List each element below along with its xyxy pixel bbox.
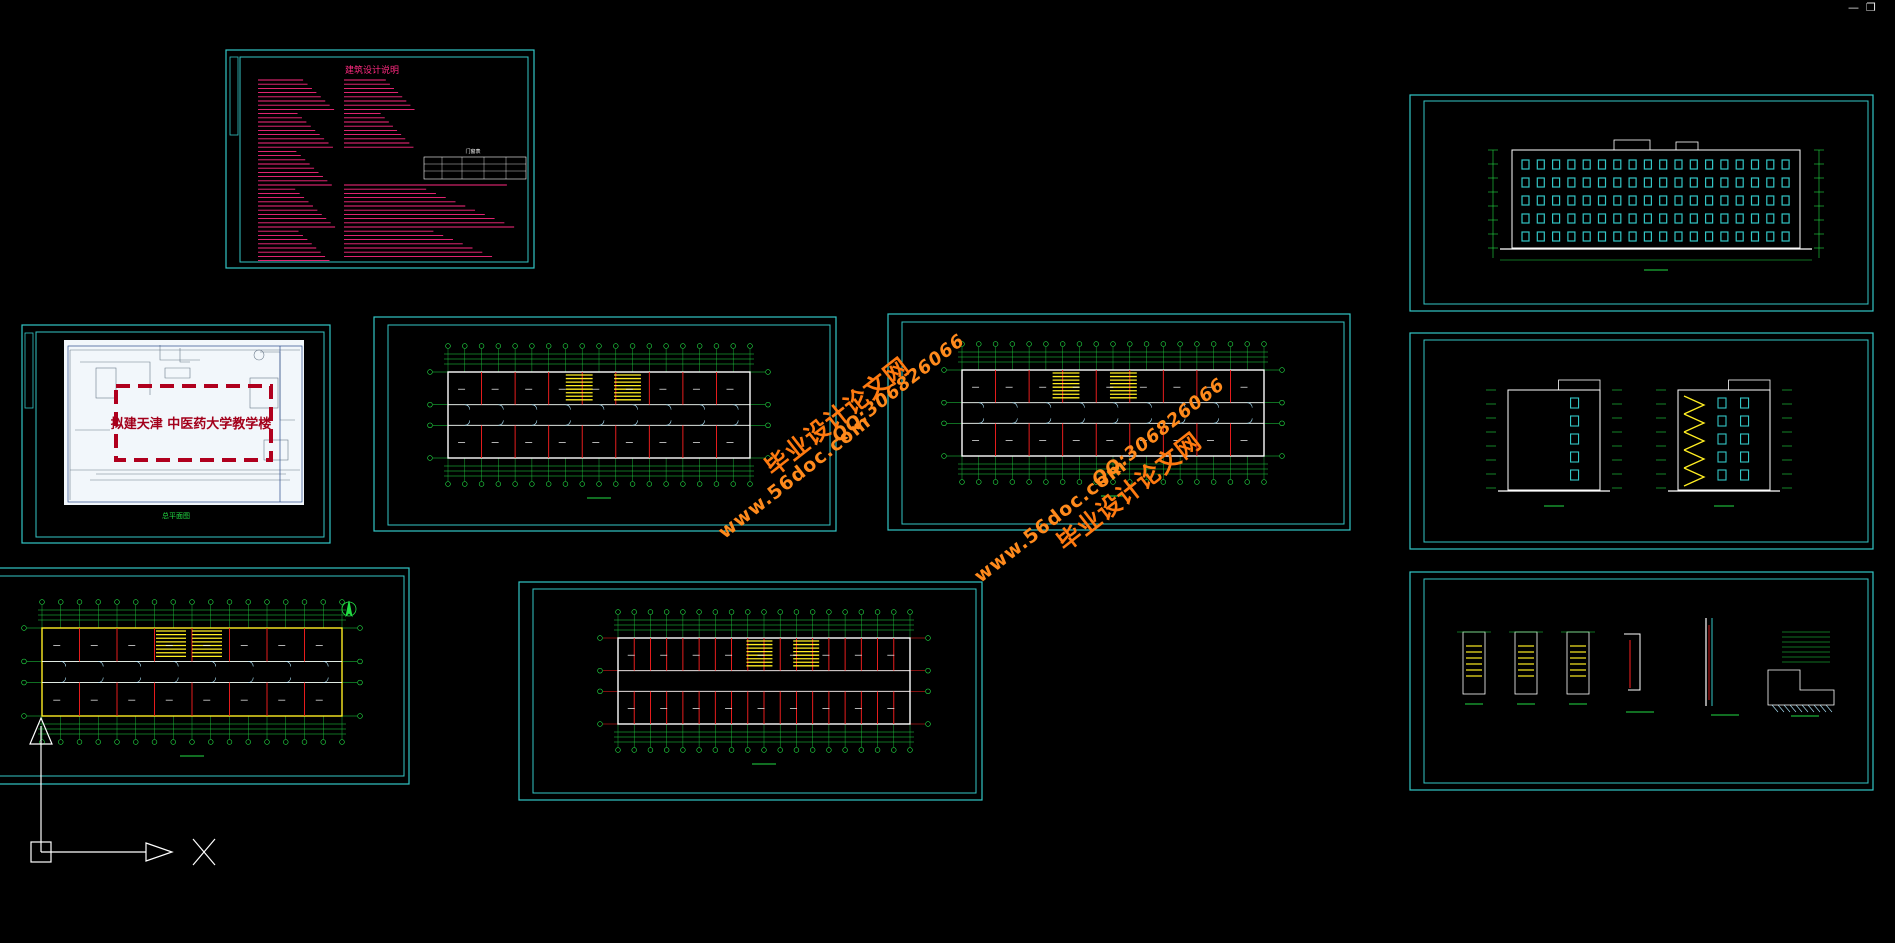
door-window-table (423, 156, 527, 180)
restore-button[interactable]: ❐ (1866, 1, 1876, 14)
side-elevation-drawings (1486, 379, 1792, 507)
sheet-side-elevations[interactable] (1409, 332, 1874, 550)
site-plan-caption: 总平面图 (162, 511, 190, 520)
detail-drawings (1457, 618, 1835, 717)
design-notes-text-block (258, 79, 515, 262)
ground-floor-plan-drawing (21, 599, 363, 757)
design-notes-title: 建筑设计说明 (345, 64, 399, 76)
floor-plan-b-drawing (941, 341, 1285, 497)
sheet-site-plan[interactable]: 拟建天津 中医药大学教学楼 总平面图 (21, 324, 331, 544)
front-elevation-drawing (1488, 139, 1824, 271)
door-window-table-title: 门窗表 (465, 148, 480, 155)
minimize-button[interactable]: — (1848, 1, 1859, 14)
north-arrow-icon (341, 600, 357, 618)
roof-plan-drawing (597, 609, 931, 765)
sheet-design-notes[interactable]: 建筑设计说明 门窗表 (225, 49, 535, 269)
sheet-ground-floor-plan[interactable] (0, 567, 410, 785)
site-plan-paper (64, 340, 304, 505)
site-plan-building-label: 拟建天津 中医药大学教学楼 (111, 416, 272, 432)
sheet-roof-plan[interactable] (518, 581, 983, 801)
site-plan-paper-frame (67, 345, 303, 503)
sheet-floor-plan-a[interactable] (373, 316, 837, 532)
sheet-front-elevation[interactable] (1409, 94, 1874, 312)
floor-plan-a-drawing (427, 343, 771, 499)
ucs-icon (29, 716, 216, 866)
site-plan-building-outline (114, 384, 273, 462)
sheet-floor-plan-b[interactable] (887, 313, 1351, 531)
sheet-details[interactable] (1409, 571, 1874, 791)
